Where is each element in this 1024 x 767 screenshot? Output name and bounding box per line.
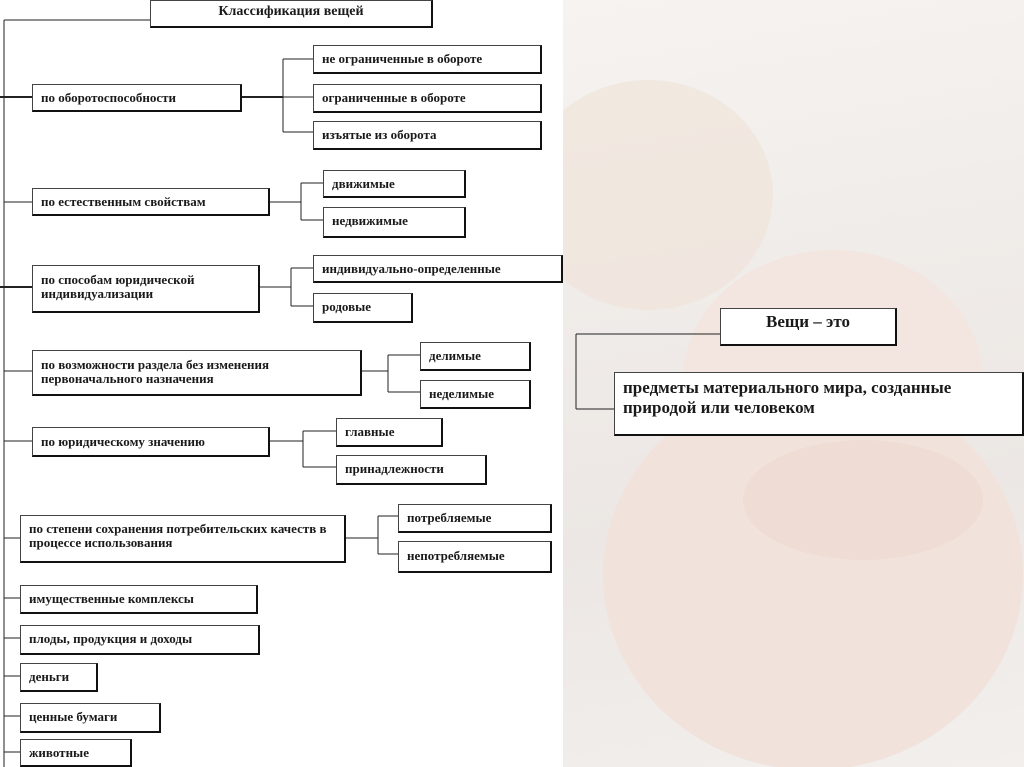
subtype-immovable: недвижимые xyxy=(323,207,466,238)
category-securities-label: ценные бумаги xyxy=(29,709,118,724)
criterion-consumption: по степени сохранения потребительских ка… xyxy=(20,515,346,563)
criterion-legal-individualization-label: по способам юридической индивидуализации xyxy=(41,272,195,301)
definition-text: предметы материального мира, созданные п… xyxy=(614,372,1024,436)
category-animals: животные xyxy=(20,739,132,767)
subtype-individually-defined-label: индивидуально-определенные xyxy=(322,261,501,276)
subtype-divisible-label: делимые xyxy=(429,348,481,363)
criterion-division-label: по возможности раздела без изменения пер… xyxy=(41,357,269,386)
definition-text-content: предметы материального мира, созданные п… xyxy=(623,378,952,417)
criterion-legal-significance: по юридическому значению xyxy=(32,427,270,457)
category-animals-label: животные xyxy=(29,745,89,760)
subtype-accessories-label: принадлежности xyxy=(345,461,444,476)
subtype-withdrawn: изъятые из оборота xyxy=(313,121,542,150)
photo-key-shape xyxy=(563,80,773,310)
definition-title-text: Вещи – это xyxy=(765,312,850,331)
subtype-principal-label: главные xyxy=(345,424,395,439)
category-fruits-label: плоды, продукция и доходы xyxy=(29,631,193,646)
criterion-consumption-label: по степени сохранения потребительских ка… xyxy=(29,521,327,550)
category-securities: ценные бумаги xyxy=(20,703,161,733)
subtype-unrestricted-label: не ограниченные в обороте xyxy=(322,51,483,66)
subtype-individually-defined: индивидуально-определенные xyxy=(313,255,563,283)
subtype-restricted-label: ограниченные в обороте xyxy=(322,90,466,105)
criterion-natural: по естественным свойствам xyxy=(32,188,270,216)
subtype-generic-label: родовые xyxy=(322,299,372,314)
criterion-legal-significance-label: по юридическому значению xyxy=(41,434,205,449)
criterion-turnover: по оборотоспособности xyxy=(32,84,242,112)
category-money-label: деньги xyxy=(29,669,70,684)
criterion-turnover-label: по оборотоспособности xyxy=(41,90,177,105)
subtype-non-consumable: непотребляемые xyxy=(398,541,552,573)
criterion-legal-individualization: по способам юридической индивидуализации xyxy=(32,265,260,313)
subtype-movable-label: движимые xyxy=(332,176,395,191)
category-property-complexes-label: имущественные комплексы xyxy=(29,591,194,606)
photo-finger-shape xyxy=(743,440,983,560)
subtype-consumable: потребляемые xyxy=(398,504,552,533)
classification-title: Классификация вещей xyxy=(150,0,433,28)
classification-title-text: Классификация вещей xyxy=(218,4,364,19)
subtype-indivisible-label: неделимые xyxy=(429,386,494,401)
subtype-accessories: принадлежности xyxy=(336,455,487,485)
subtype-consumable-label: потребляемые xyxy=(407,510,492,525)
subtype-unrestricted: не ограниченные в обороте xyxy=(313,45,542,74)
subtype-non-consumable-label: непотребляемые xyxy=(407,548,505,563)
subtype-divisible: делимые xyxy=(420,342,531,371)
subtype-generic: родовые xyxy=(313,293,413,323)
subtype-restricted: ограниченные в обороте xyxy=(313,84,542,113)
criterion-natural-label: по естественным свойствам xyxy=(41,194,206,209)
subtype-principal: главные xyxy=(336,418,443,447)
subtype-immovable-label: недвижимые xyxy=(332,213,408,228)
subtype-withdrawn-label: изъятые из оборота xyxy=(322,127,437,142)
definition-title: Вещи – это xyxy=(720,308,897,346)
criterion-division: по возможности раздела без изменения пер… xyxy=(32,350,362,396)
subtype-indivisible: неделимые xyxy=(420,380,531,409)
category-property-complexes: имущественные комплексы xyxy=(20,585,258,614)
category-money: деньги xyxy=(20,663,98,692)
subtype-movable: движимые xyxy=(323,170,466,198)
category-fruits: плоды, продукция и доходы xyxy=(20,625,260,655)
